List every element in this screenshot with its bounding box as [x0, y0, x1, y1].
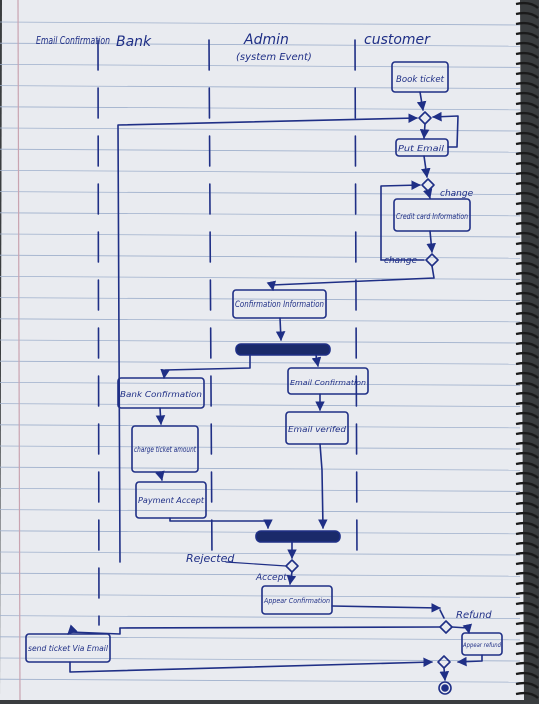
node-box-email-confirmation: [287, 367, 369, 395]
label-appear-confirmation: Appear Confirmation: [263, 597, 330, 605]
spiral-binding: [515, 1, 539, 699]
node-box-bank-confirmation: [117, 377, 205, 409]
label-send-ticket: send ticket Via Email: [28, 644, 109, 653]
label-email-verified: Email verifed: [288, 425, 347, 434]
lane-divider-admin-customer: [354, 39, 358, 561]
node-box-credit-card: [393, 198, 471, 232]
label-appear-refund: Appear refund: [462, 642, 501, 649]
join-bar: [255, 530, 341, 543]
label-email-confirmation: Email Confirmation: [290, 379, 366, 387]
node-labels: Book ticket Put Email Credit card Inform…: [28, 75, 501, 653]
edge-label-rejected: Rejected: [186, 552, 235, 565]
final-node-ring: [438, 681, 452, 695]
lane-header-customer: customer: [364, 32, 431, 48]
node-box-email-verified: [285, 411, 349, 445]
lane-divider-bank-admin: [208, 39, 213, 561]
lane-headers: Email Confirmation Bank Admin (system Ev…: [36, 32, 431, 63]
label-put-email: Put Email: [398, 144, 445, 153]
margin-line: [17, 0, 21, 701]
label-payment-accept: Payment Accept: [138, 496, 205, 505]
label-confirmation-info: Confirmation Information: [235, 300, 324, 310]
node-box-payment-accept: [135, 481, 207, 519]
label-bank-confirmation: Bank Confirmation: [120, 390, 202, 399]
label-book-ticket: Book ticket: [396, 75, 444, 85]
edge-label-change-top: change: [440, 189, 474, 199]
edge-label-accept: Accept: [255, 573, 287, 583]
fork-bar: [235, 343, 331, 356]
lane-header-admin-sub: (system Event): [236, 52, 312, 63]
edge-labels: change change Rejected Accept Refund: [186, 189, 492, 621]
edge-label-change-bottom: change: [384, 256, 418, 266]
lane-divider-email-bank: [97, 39, 100, 626]
final-node-dot: [441, 684, 449, 692]
edge-label-refund: Refund: [456, 610, 492, 621]
node-box-send-ticket: [25, 633, 111, 663]
node-box-charge-ticket: [131, 425, 199, 473]
decision-refund: [439, 620, 453, 634]
node-box-appear-confirmation: [261, 585, 333, 615]
lane-header-bank: Bank: [116, 34, 152, 50]
lane-header-admin: Admin: [243, 32, 289, 48]
loop-rejected: [117, 113, 418, 563]
lane-header-email: Email Confirmation: [36, 34, 110, 47]
label-credit-card: Credit card Information: [396, 212, 468, 221]
label-charge-ticket: charge ticket amount: [134, 445, 197, 454]
ruled-lines: [0, 21, 521, 683]
